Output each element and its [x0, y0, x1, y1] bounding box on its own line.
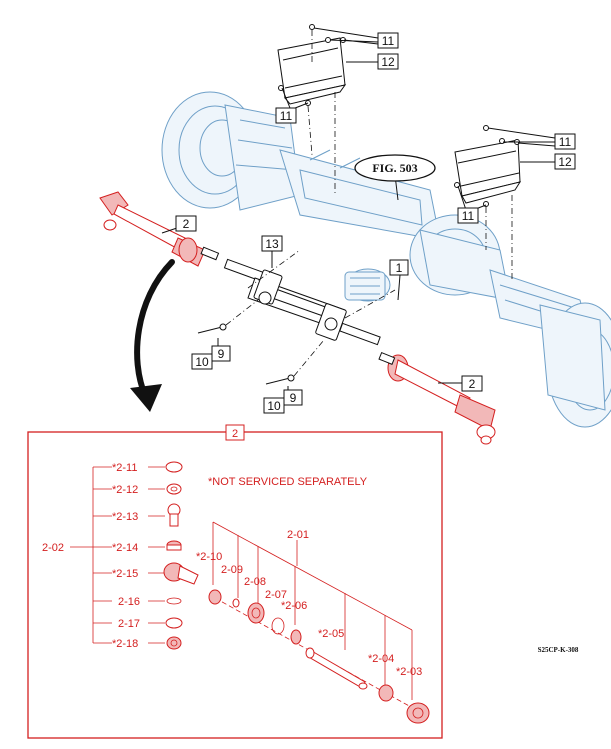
detail-frame: 2 [27, 424, 443, 739]
drawing-code: S25CP-K-308 [538, 646, 579, 654]
svg-text:9: 9 [218, 347, 225, 361]
label-2-03: *2-03 [396, 666, 422, 678]
callout-2-a: 2 [175, 215, 197, 232]
svg-text:10: 10 [267, 399, 281, 413]
svg-text:10: 10 [195, 355, 209, 369]
part-2-07 [271, 617, 285, 635]
callout-12-a: 12 [377, 53, 399, 70]
label-2-13: *2-13 [112, 511, 138, 523]
svg-text:11: 11 [382, 34, 395, 48]
callout-11-a: 11 [377, 32, 399, 49]
cover-left [277, 24, 347, 195]
callout-2-b: 2 [461, 375, 483, 392]
label-2-17: 2-17 [118, 618, 140, 630]
svg-text:12: 12 [558, 155, 572, 169]
detail-arrow [130, 259, 175, 412]
svg-text:11: 11 [559, 135, 572, 149]
callout-11-c: 11 [554, 133, 576, 150]
group-bracket [212, 521, 421, 713]
part-list-bracket [70, 466, 165, 644]
cover-right [454, 125, 522, 280]
svg-text:2: 2 [183, 217, 190, 231]
callout-10-b: 10 [263, 397, 285, 414]
label-2-09: 2-09 [221, 564, 243, 576]
tie-rod-left [99, 191, 220, 267]
label-2-18: *2-18 [112, 638, 138, 650]
svg-text:13: 13 [265, 237, 279, 251]
part-2-08 [247, 602, 265, 624]
svg-text:11: 11 [462, 209, 475, 223]
part-2-16 [166, 597, 182, 605]
part-2-05 [305, 647, 368, 690]
svg-text:9: 9 [290, 391, 297, 405]
not-serviced-note: *NOT SERVICED SEPARATELY [208, 476, 368, 488]
callout-13: 13 [261, 235, 283, 252]
figure-reference: FIG. 503 [354, 154, 436, 182]
part-2-06 [290, 629, 302, 645]
cylinder-bolts [197, 299, 325, 396]
svg-text:2: 2 [469, 377, 476, 391]
label-2-11: *2-11 [112, 462, 137, 474]
part-2-15 [163, 562, 199, 585]
callout-10-a: 10 [191, 353, 213, 370]
part-2-14 [166, 540, 182, 551]
label-2-05: *2-05 [318, 628, 344, 640]
part-2-11 [165, 461, 183, 473]
tie-rod-right [378, 351, 496, 445]
callout-1: 1 [389, 259, 409, 276]
label-2-15: *2-15 [112, 568, 138, 580]
callout-9-a: 9 [211, 345, 231, 362]
part-2-13 [167, 503, 181, 527]
callout-12-b: 12 [554, 153, 576, 170]
callout-11-b: 11 [275, 107, 297, 124]
callout-9-b: 9 [283, 389, 303, 406]
label-2-14: *2-14 [112, 542, 138, 554]
part-2-04 [378, 684, 394, 702]
label-2-10: *2-10 [196, 551, 222, 563]
part-2-09 [232, 598, 240, 608]
callout-11-d: 11 [457, 207, 479, 224]
svg-text:FIG. 503: FIG. 503 [372, 161, 417, 175]
steering-cylinder [223, 249, 396, 346]
leader-lines [161, 27, 556, 384]
axle-housing [161, 91, 611, 428]
svg-text:11: 11 [280, 109, 293, 123]
svg-text:12: 12 [381, 55, 395, 69]
svg-text:2: 2 [232, 428, 238, 440]
part-2-03 [406, 702, 430, 724]
label-2-04: *2-04 [368, 653, 394, 665]
label-2-08: 2-08 [244, 576, 266, 588]
label-2-01: 2-01 [287, 529, 309, 541]
part-2-17 [165, 617, 183, 629]
part-2-10 [208, 589, 222, 605]
label-2-07: 2-07 [265, 589, 287, 601]
label-2-12: *2-12 [112, 484, 138, 496]
part-2-12 [166, 483, 182, 495]
label-2-02: 2-02 [42, 542, 64, 554]
label-2-06: *2-06 [281, 600, 307, 612]
label-2-16: 2-16 [118, 596, 140, 608]
svg-text:1: 1 [396, 261, 403, 275]
part-2-18 [166, 636, 182, 650]
